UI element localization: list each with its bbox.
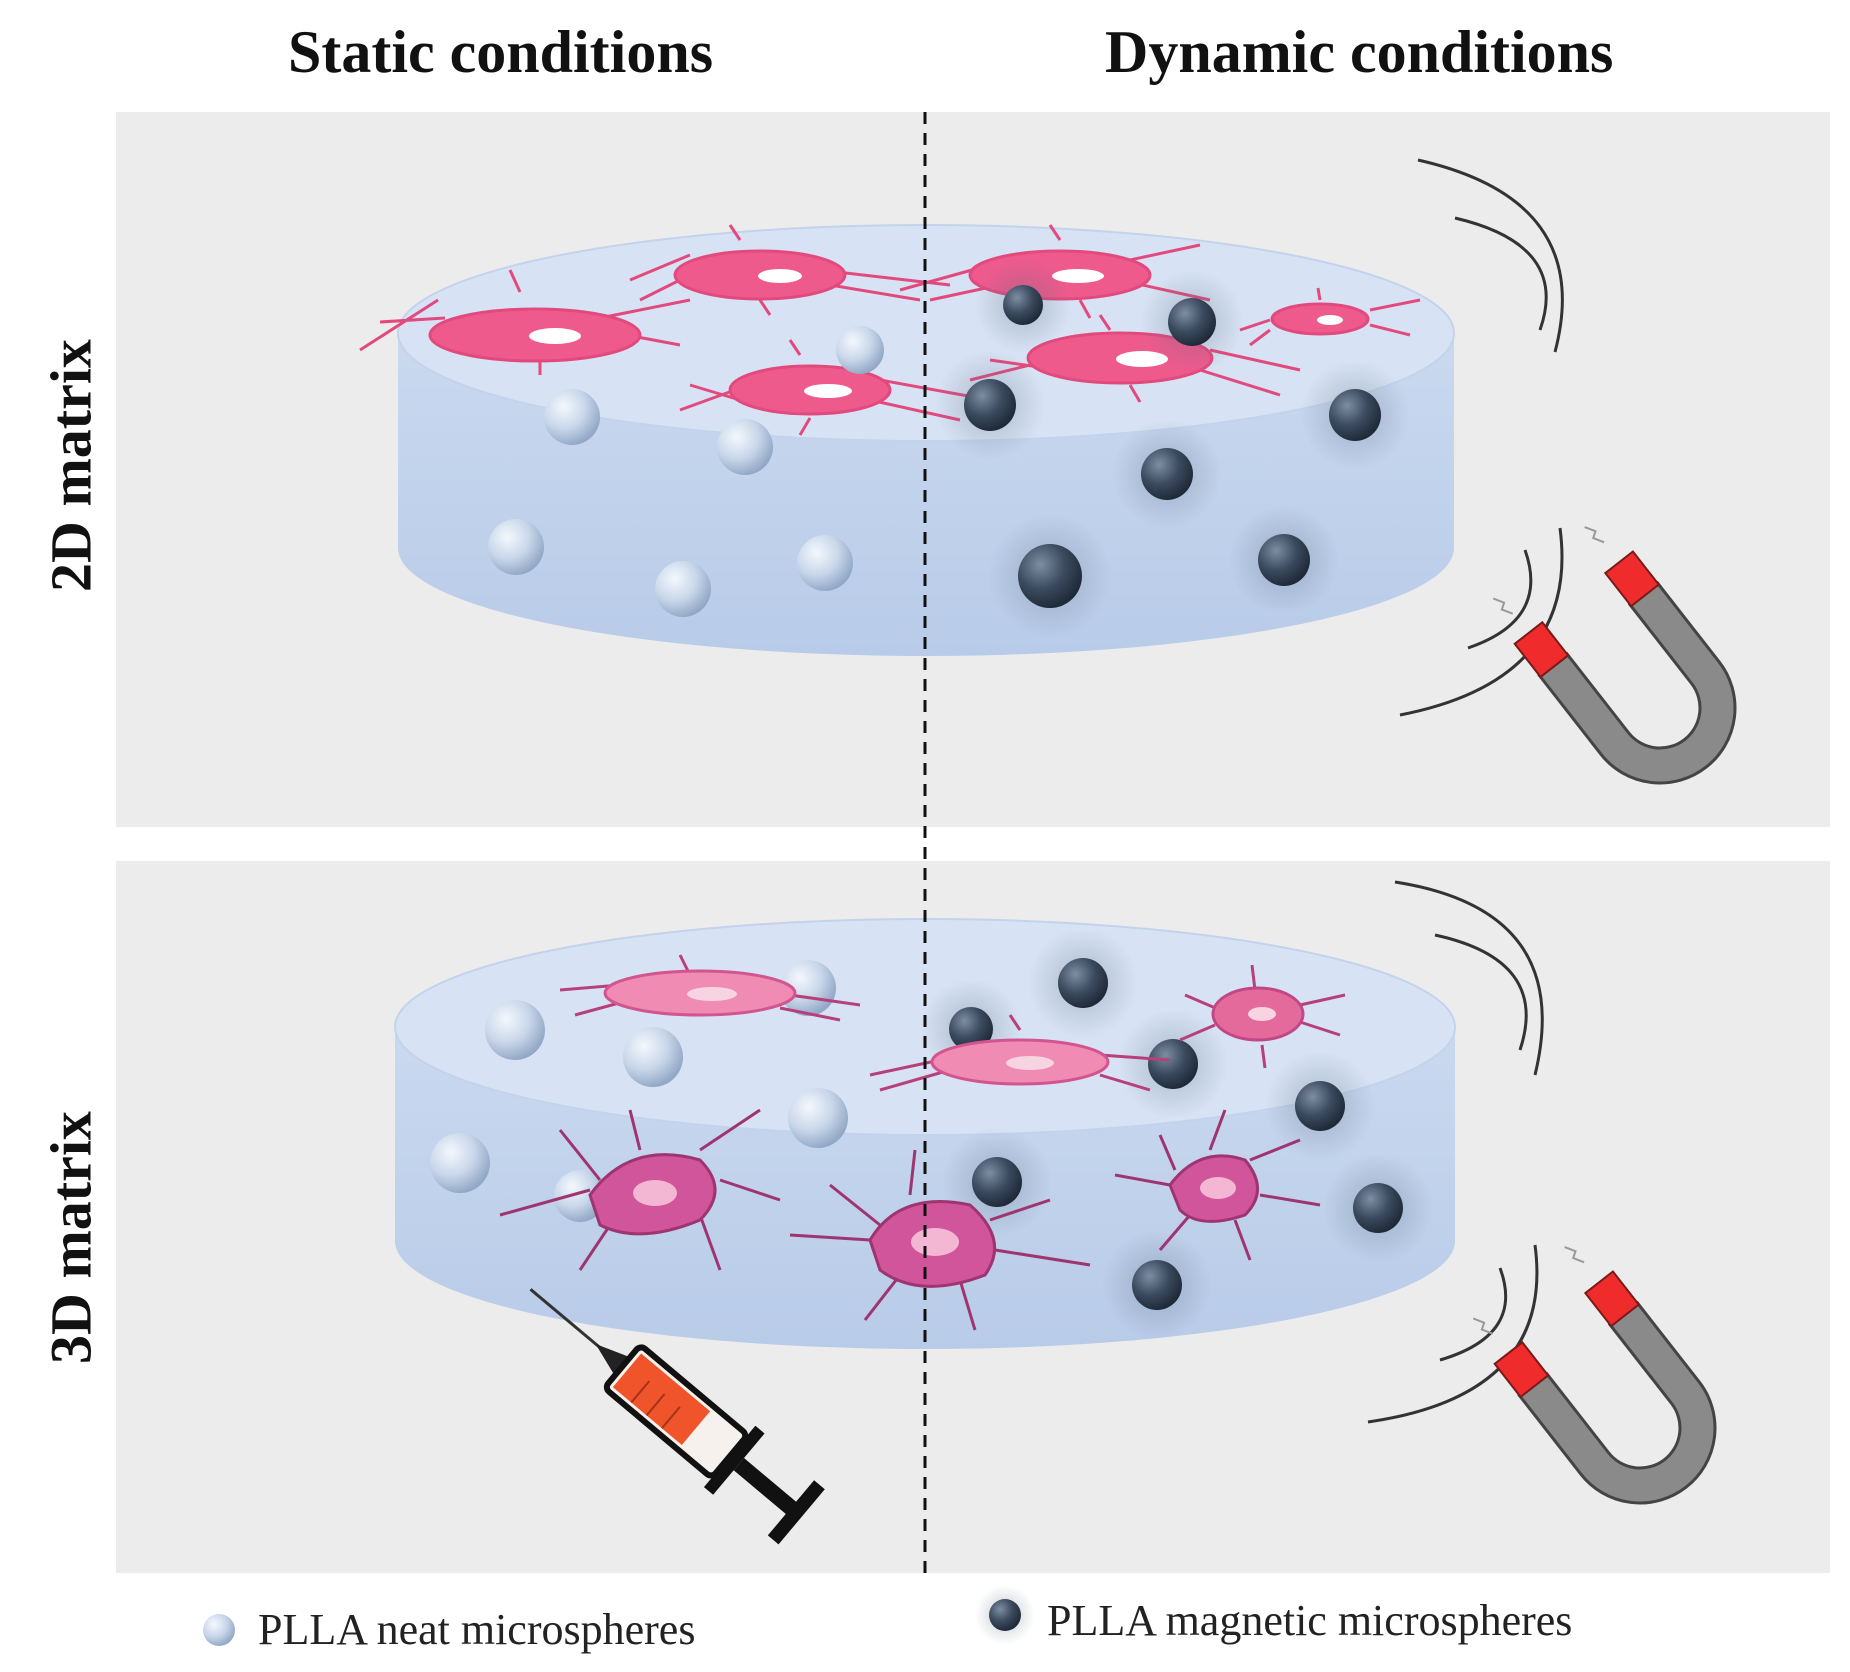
- 2d-neat-microspheres: [488, 326, 884, 617]
- legend-neat-marker: [203, 1614, 235, 1646]
- cell-3d-embedded-1: [499, 1108, 781, 1271]
- cell-3d-surface-2: [869, 1014, 1171, 1092]
- legend-magnetic-marker: [975, 1585, 1035, 1645]
- cell-3d-surface-3: [1179, 964, 1346, 1069]
- 3d-cells: [499, 954, 1346, 1331]
- static-conditions-heading: Static conditions: [288, 19, 714, 85]
- syringe-icon: [529, 1288, 825, 1545]
- cell-2d-2: [629, 224, 951, 316]
- magnet-icon: [1472, 1246, 1717, 1505]
- 3d-neat-microspheres: [430, 960, 848, 1222]
- magnet-icon: [1492, 526, 1737, 785]
- legend-neat-label: PLLA neat microspheres: [258, 1605, 696, 1654]
- cell-3d-embedded-3: [1114, 1109, 1321, 1261]
- cell-2d-3: [679, 339, 991, 436]
- cell-2d-6: [1239, 287, 1421, 347]
- cell-3d-surface-1: [559, 954, 861, 1022]
- legend-magnetic-label: PLLA magnetic microspheres: [1047, 1596, 1573, 1645]
- cell-2d-1: [359, 269, 691, 375]
- dynamic-conditions-heading: Dynamic conditions: [1105, 19, 1614, 85]
- cell-3d-embedded-2: [789, 1149, 1091, 1331]
- 2d-magnetic-microspheres: [935, 257, 1410, 638]
